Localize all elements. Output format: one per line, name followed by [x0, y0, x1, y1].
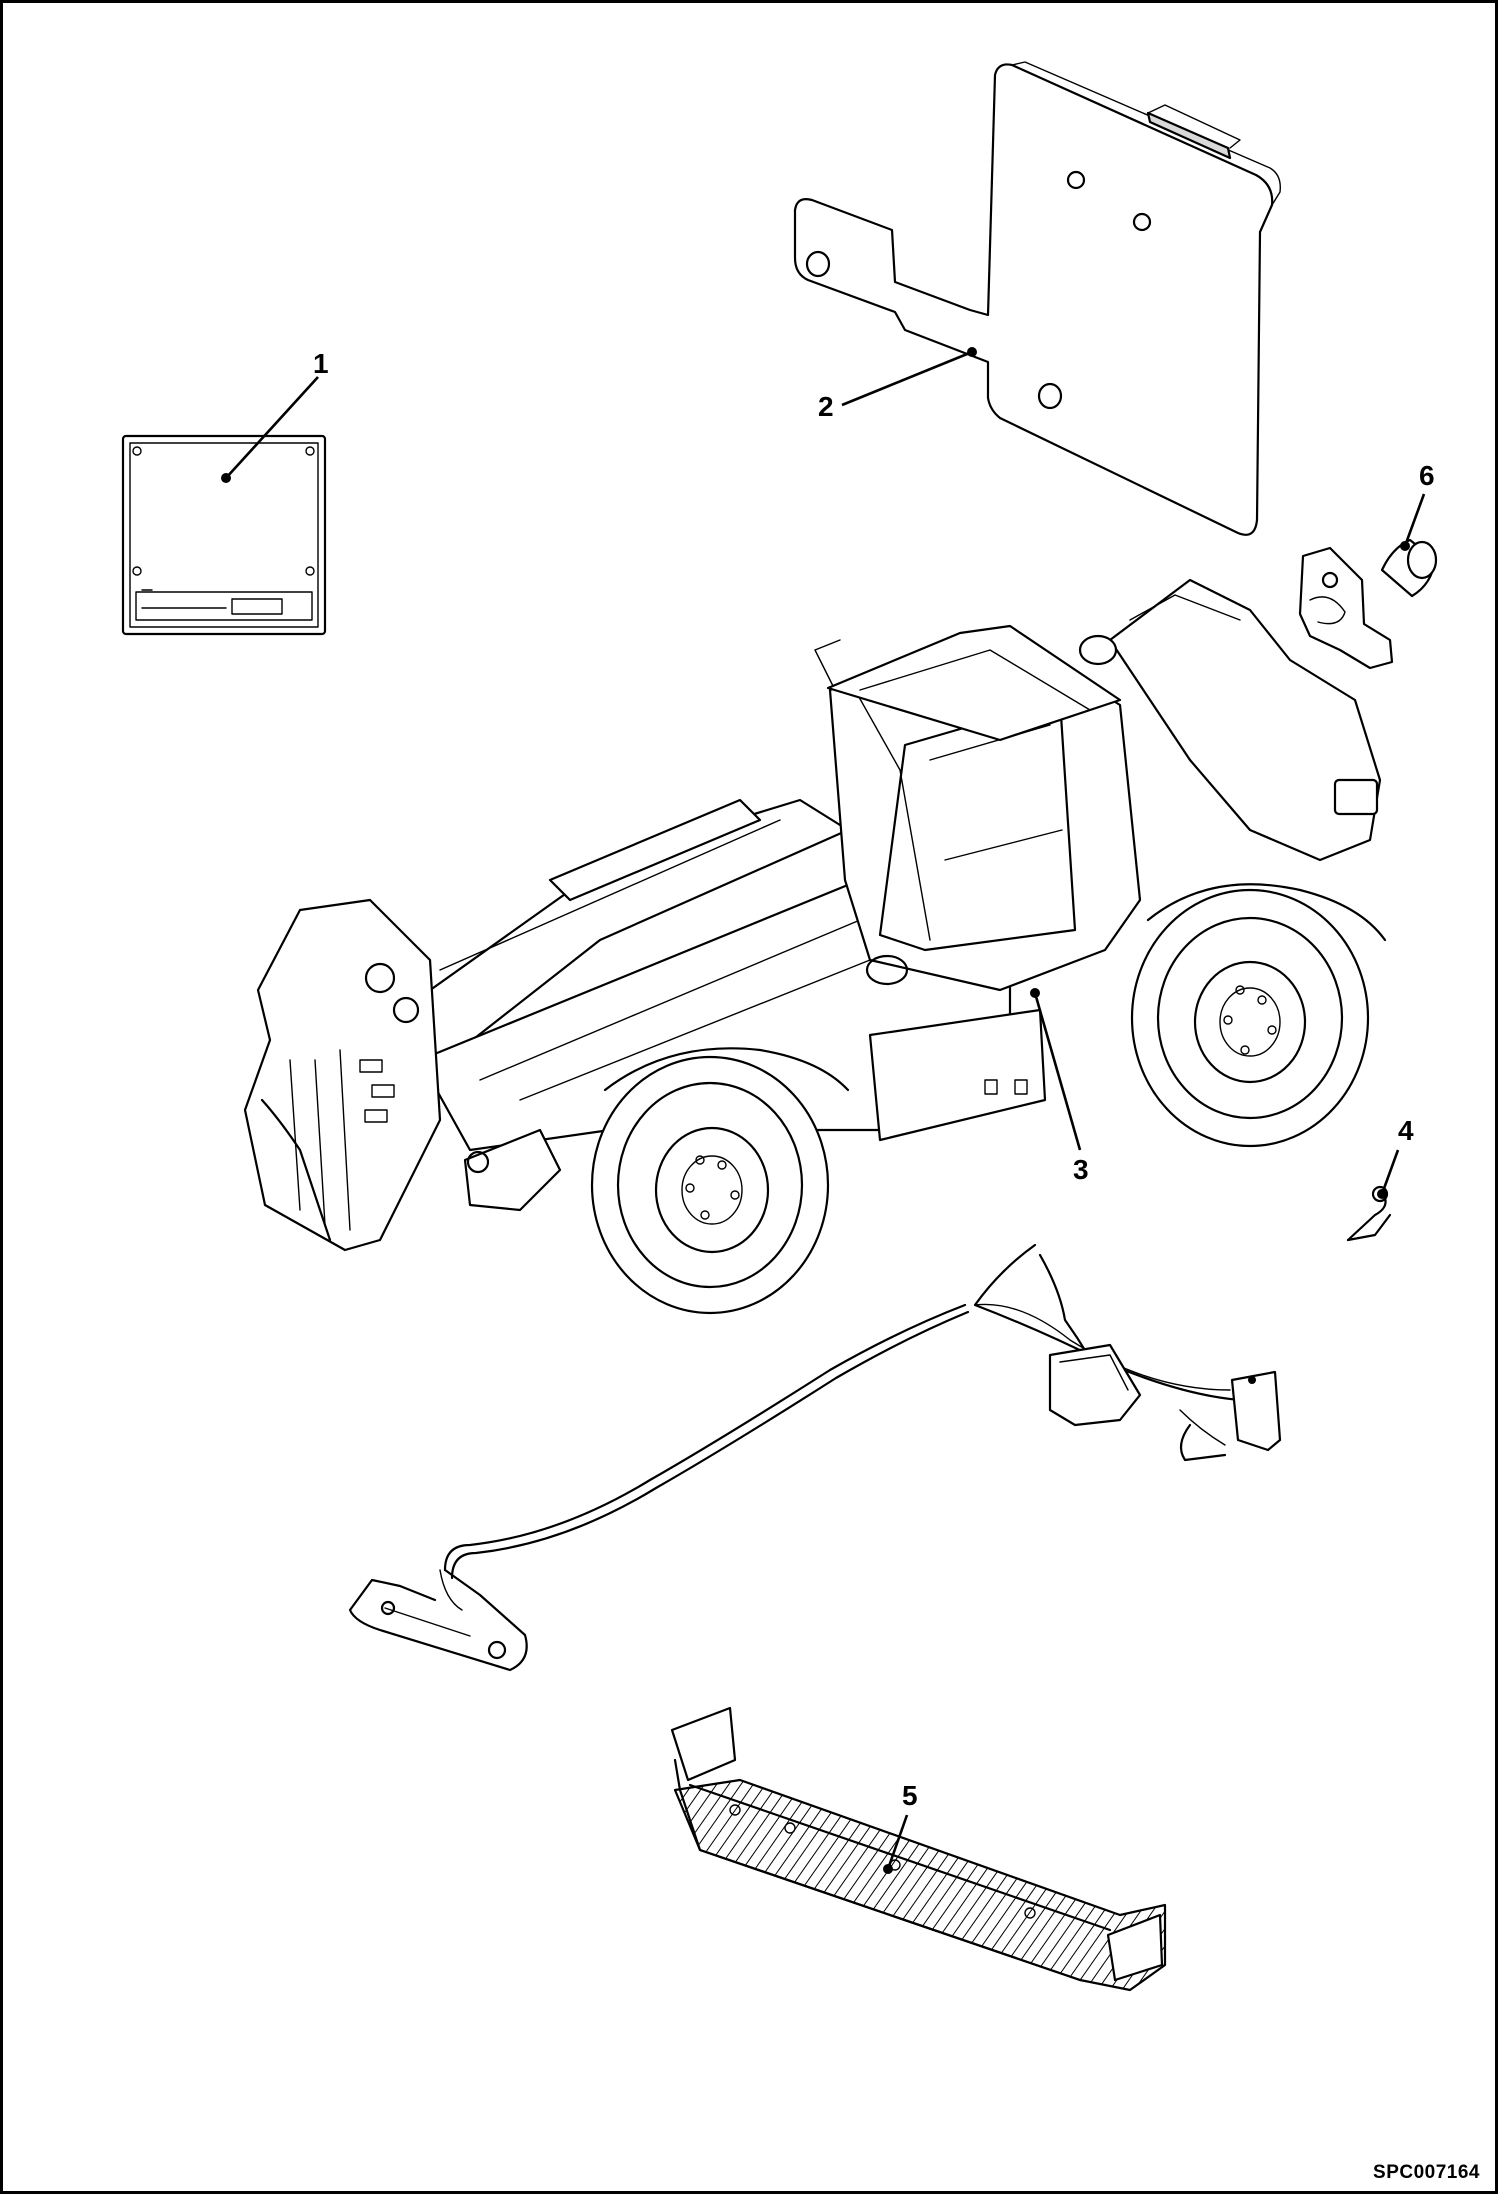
part-3-telehandler-machine	[243, 578, 1387, 1315]
callout-2: 2	[818, 391, 834, 422]
part-2-bracket-plate	[793, 61, 1281, 536]
callout-6: 6	[1419, 460, 1435, 491]
part-6-beacon-bracket	[1298, 493, 1438, 670]
callout-3: 3	[1073, 1154, 1089, 1185]
part-4-sensor	[1346, 1149, 1400, 1242]
part-5-guard-skirt	[670, 1706, 1167, 1992]
part-1-decal-plate	[121, 376, 327, 636]
callout-5: 5	[902, 1780, 918, 1811]
callout-1: 1	[313, 348, 329, 379]
figure-reference-code: SPC007164	[1373, 2162, 1480, 2183]
callout-4: 4	[1398, 1115, 1414, 1146]
part-3-wiring-harness	[348, 1243, 1282, 1672]
